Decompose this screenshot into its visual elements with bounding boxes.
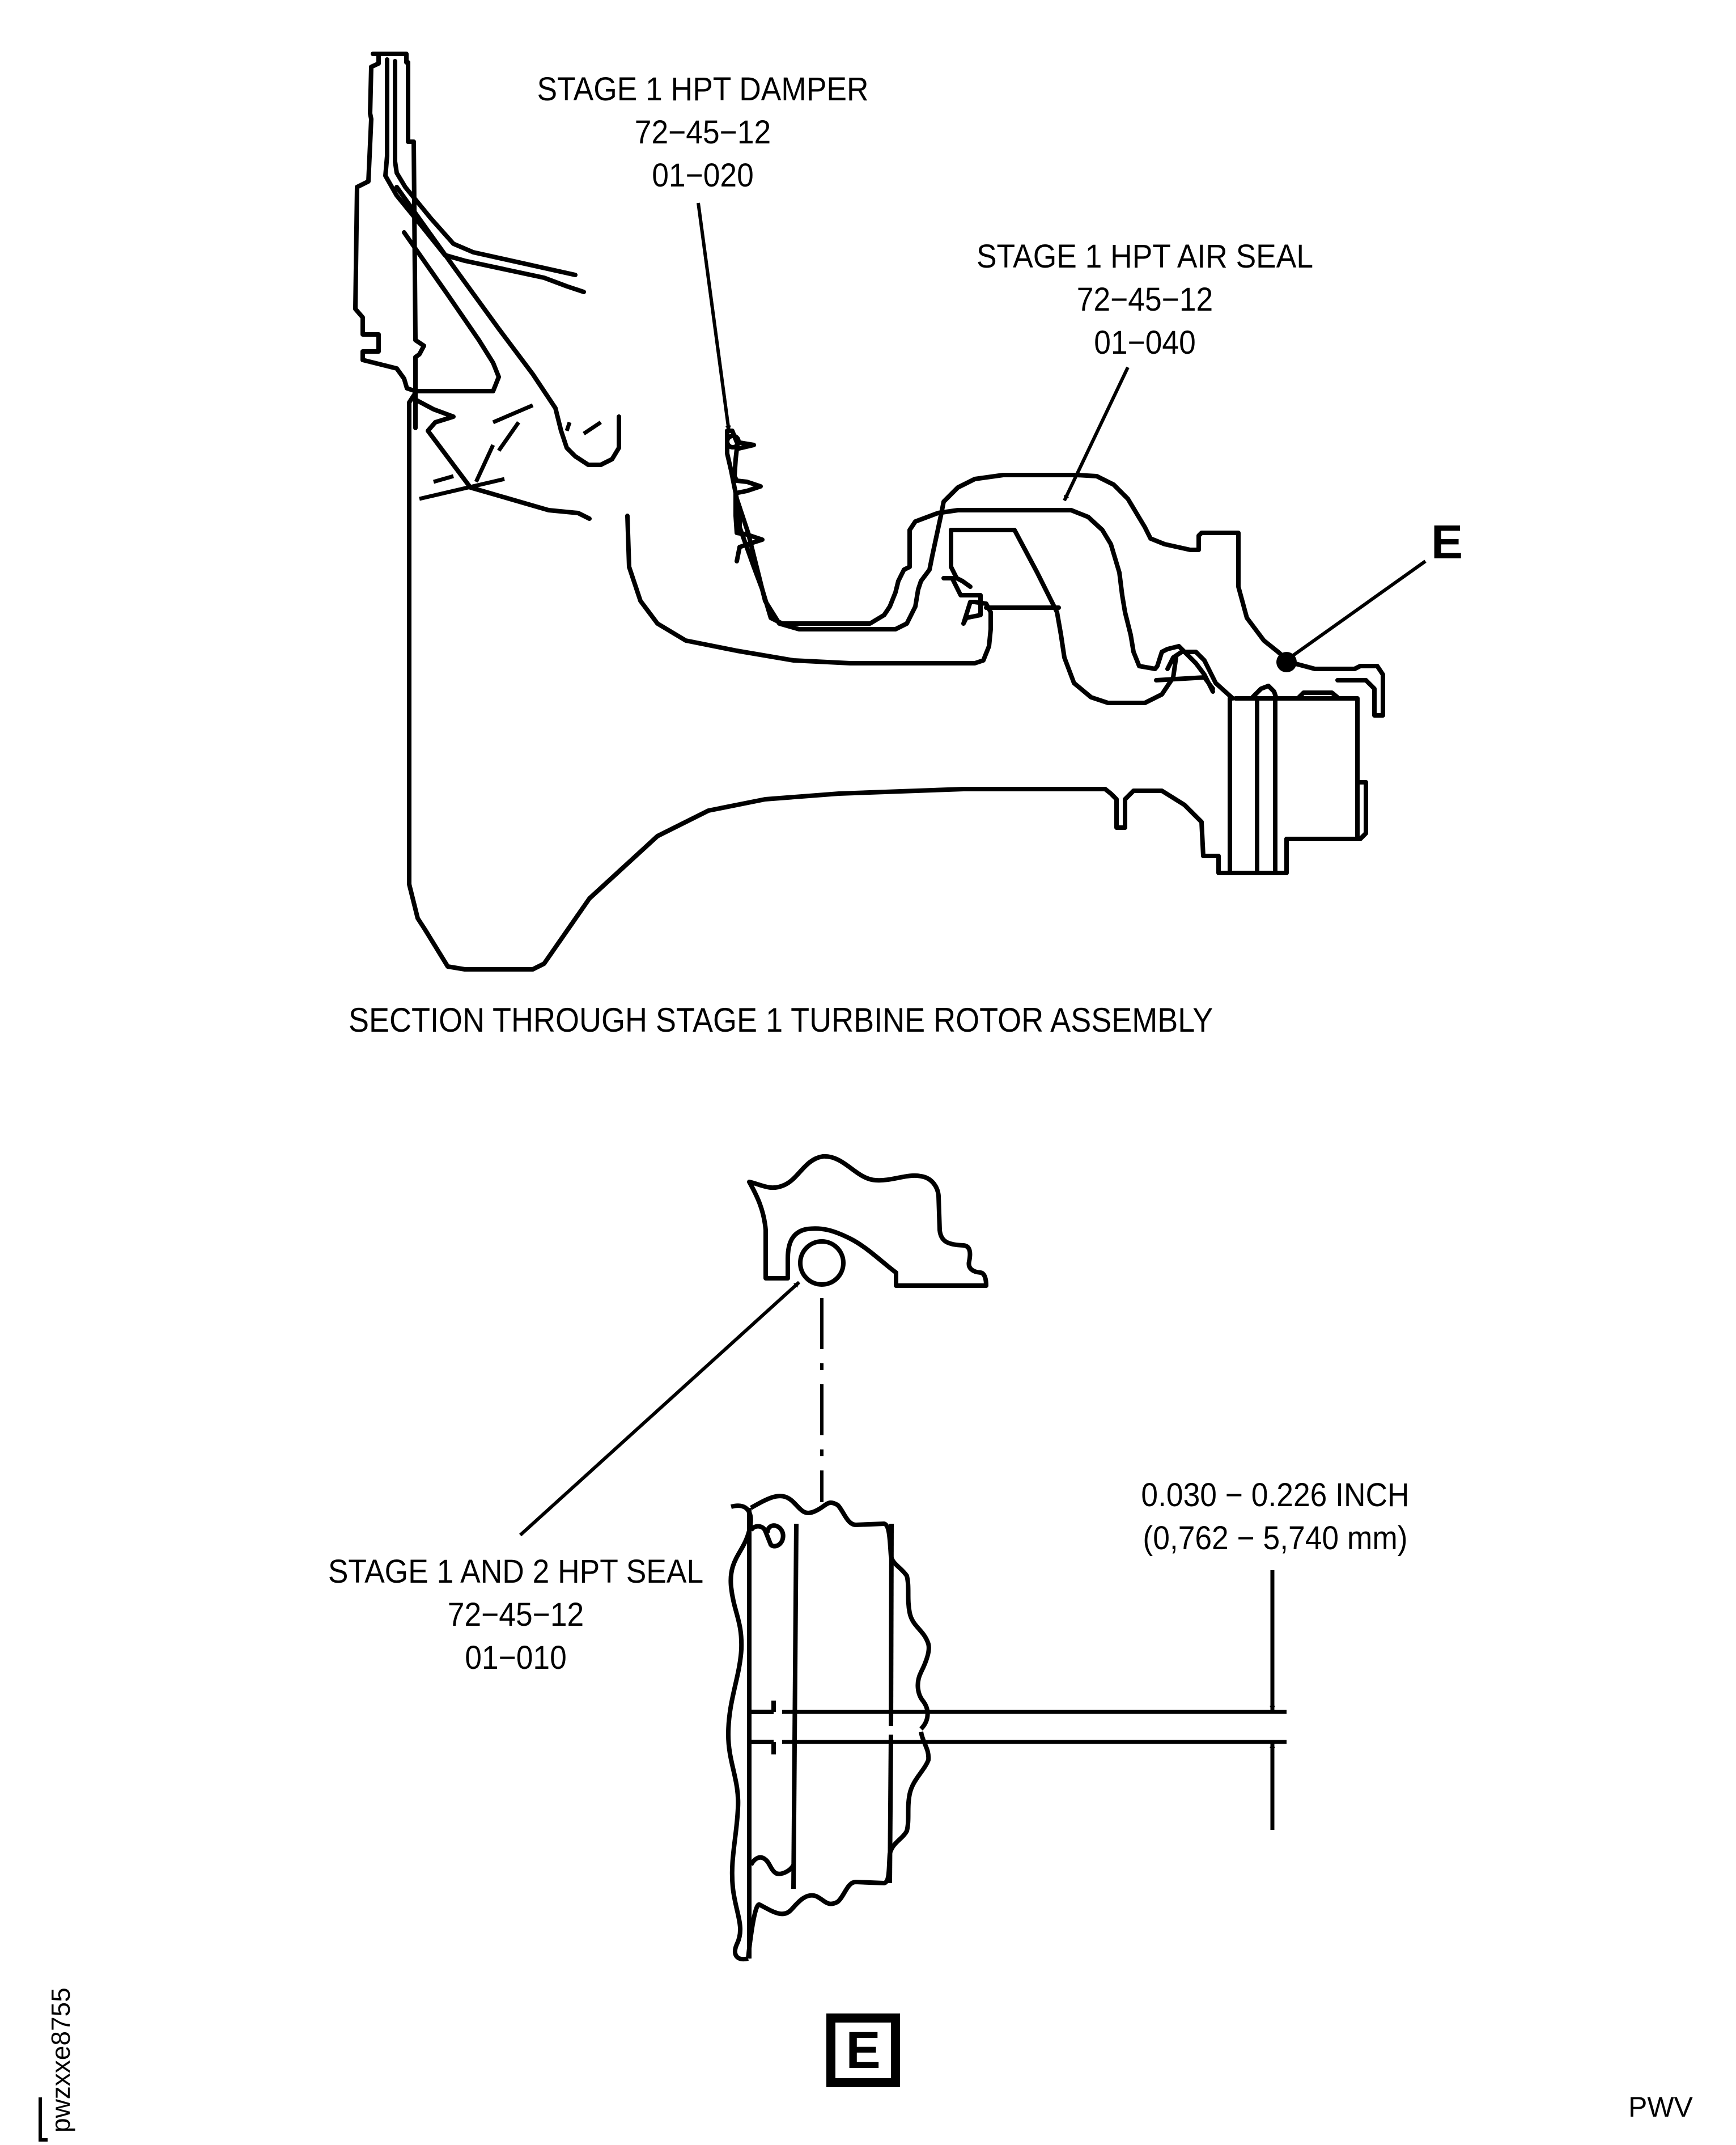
rotor-disk-section: [353, 52, 1385, 972]
callout-air-seal-chapter: 72−45−12: [1076, 281, 1213, 318]
disk-upper-surface: [625, 514, 993, 665]
damper-leader: [697, 202, 731, 431]
gap-dimension: [782, 1570, 1287, 1830]
view-e-callout-letter: E: [1431, 515, 1463, 569]
detail-e-upper-fragment: [747, 1154, 988, 1288]
damper-snap: [1154, 675, 1215, 691]
air-seal-leader: [1063, 366, 1130, 502]
seal-leader: [519, 1281, 801, 1537]
view-e-callout-dot: [1276, 652, 1297, 672]
cover-plate-inner: [353, 52, 418, 430]
figure-id: pwzxxe8755: [46, 1987, 75, 2133]
callout-damper-item: 01−020: [652, 157, 754, 194]
callout-hpt-seal-name: STAGE 1 AND 2 HPT SEAL: [328, 1553, 704, 1590]
callout-air-seal-name: STAGE 1 HPT AIR SEAL: [976, 238, 1314, 275]
section-break-marks: [419, 403, 602, 501]
callout-hpt-seal-chapter: 72−45−12: [447, 1596, 584, 1633]
disk-web-diagonal: [394, 185, 621, 467]
dimension-metric: (0,762 − 5,740 mm): [1143, 1520, 1408, 1557]
view-e-leader: [1287, 559, 1427, 661]
damper-ring: [725, 434, 741, 450]
section-title: SECTION THROUGH STAGE 1 TURBINE ROTOR AS…: [349, 1001, 1213, 1039]
callout-damper-chapter: 72−45−12: [634, 114, 771, 151]
air-seal-inner: [737, 505, 1215, 694]
rim-seal-lip: [1250, 684, 1341, 701]
callout-air-seal-item: 01−040: [1094, 324, 1196, 361]
callout-hpt-seal-item: 01−010: [465, 1639, 567, 1676]
figure-id-bracket: [39, 2097, 48, 2142]
callout-hpt-seal: STAGE 1 AND 2 HPT SEAL 72−45−12 01−010: [286, 1550, 745, 1680]
cover-plate-rib-2: [393, 59, 578, 277]
dimension-imperial: 0.030 − 0.226 INCH: [1141, 1477, 1410, 1514]
detail-e-seal-section: [726, 1494, 931, 1962]
seal-wire-circle: [798, 1239, 846, 1287]
damper-bay: [949, 528, 973, 589]
footer-code: PWV: [1628, 2091, 1693, 2123]
callout-damper: STAGE 1 HPT DAMPER 72−45−12 01−020: [515, 68, 890, 197]
damper-knife-edges: [725, 429, 765, 563]
air-seal-outline: [729, 468, 1385, 718]
break-line-right: [746, 1494, 931, 1959]
break-line-left: [726, 1503, 753, 1962]
center-block: [949, 528, 1178, 705]
disk-web-outer: [402, 230, 1368, 972]
leader-lines: [697, 202, 1427, 661]
view-e-label: E: [826, 2013, 900, 2087]
rim-block: [1228, 696, 1360, 875]
dimension-label: 0.030 − 0.226 INCH (0,762 − 5,740 mm): [1114, 1474, 1437, 1560]
callout-damper-name: STAGE 1 HPT DAMPER: [537, 71, 869, 108]
callout-air-seal: STAGE 1 HPT AIR SEAL 72−45−12 01−040: [946, 235, 1343, 364]
rim-connector: [1165, 650, 1235, 701]
